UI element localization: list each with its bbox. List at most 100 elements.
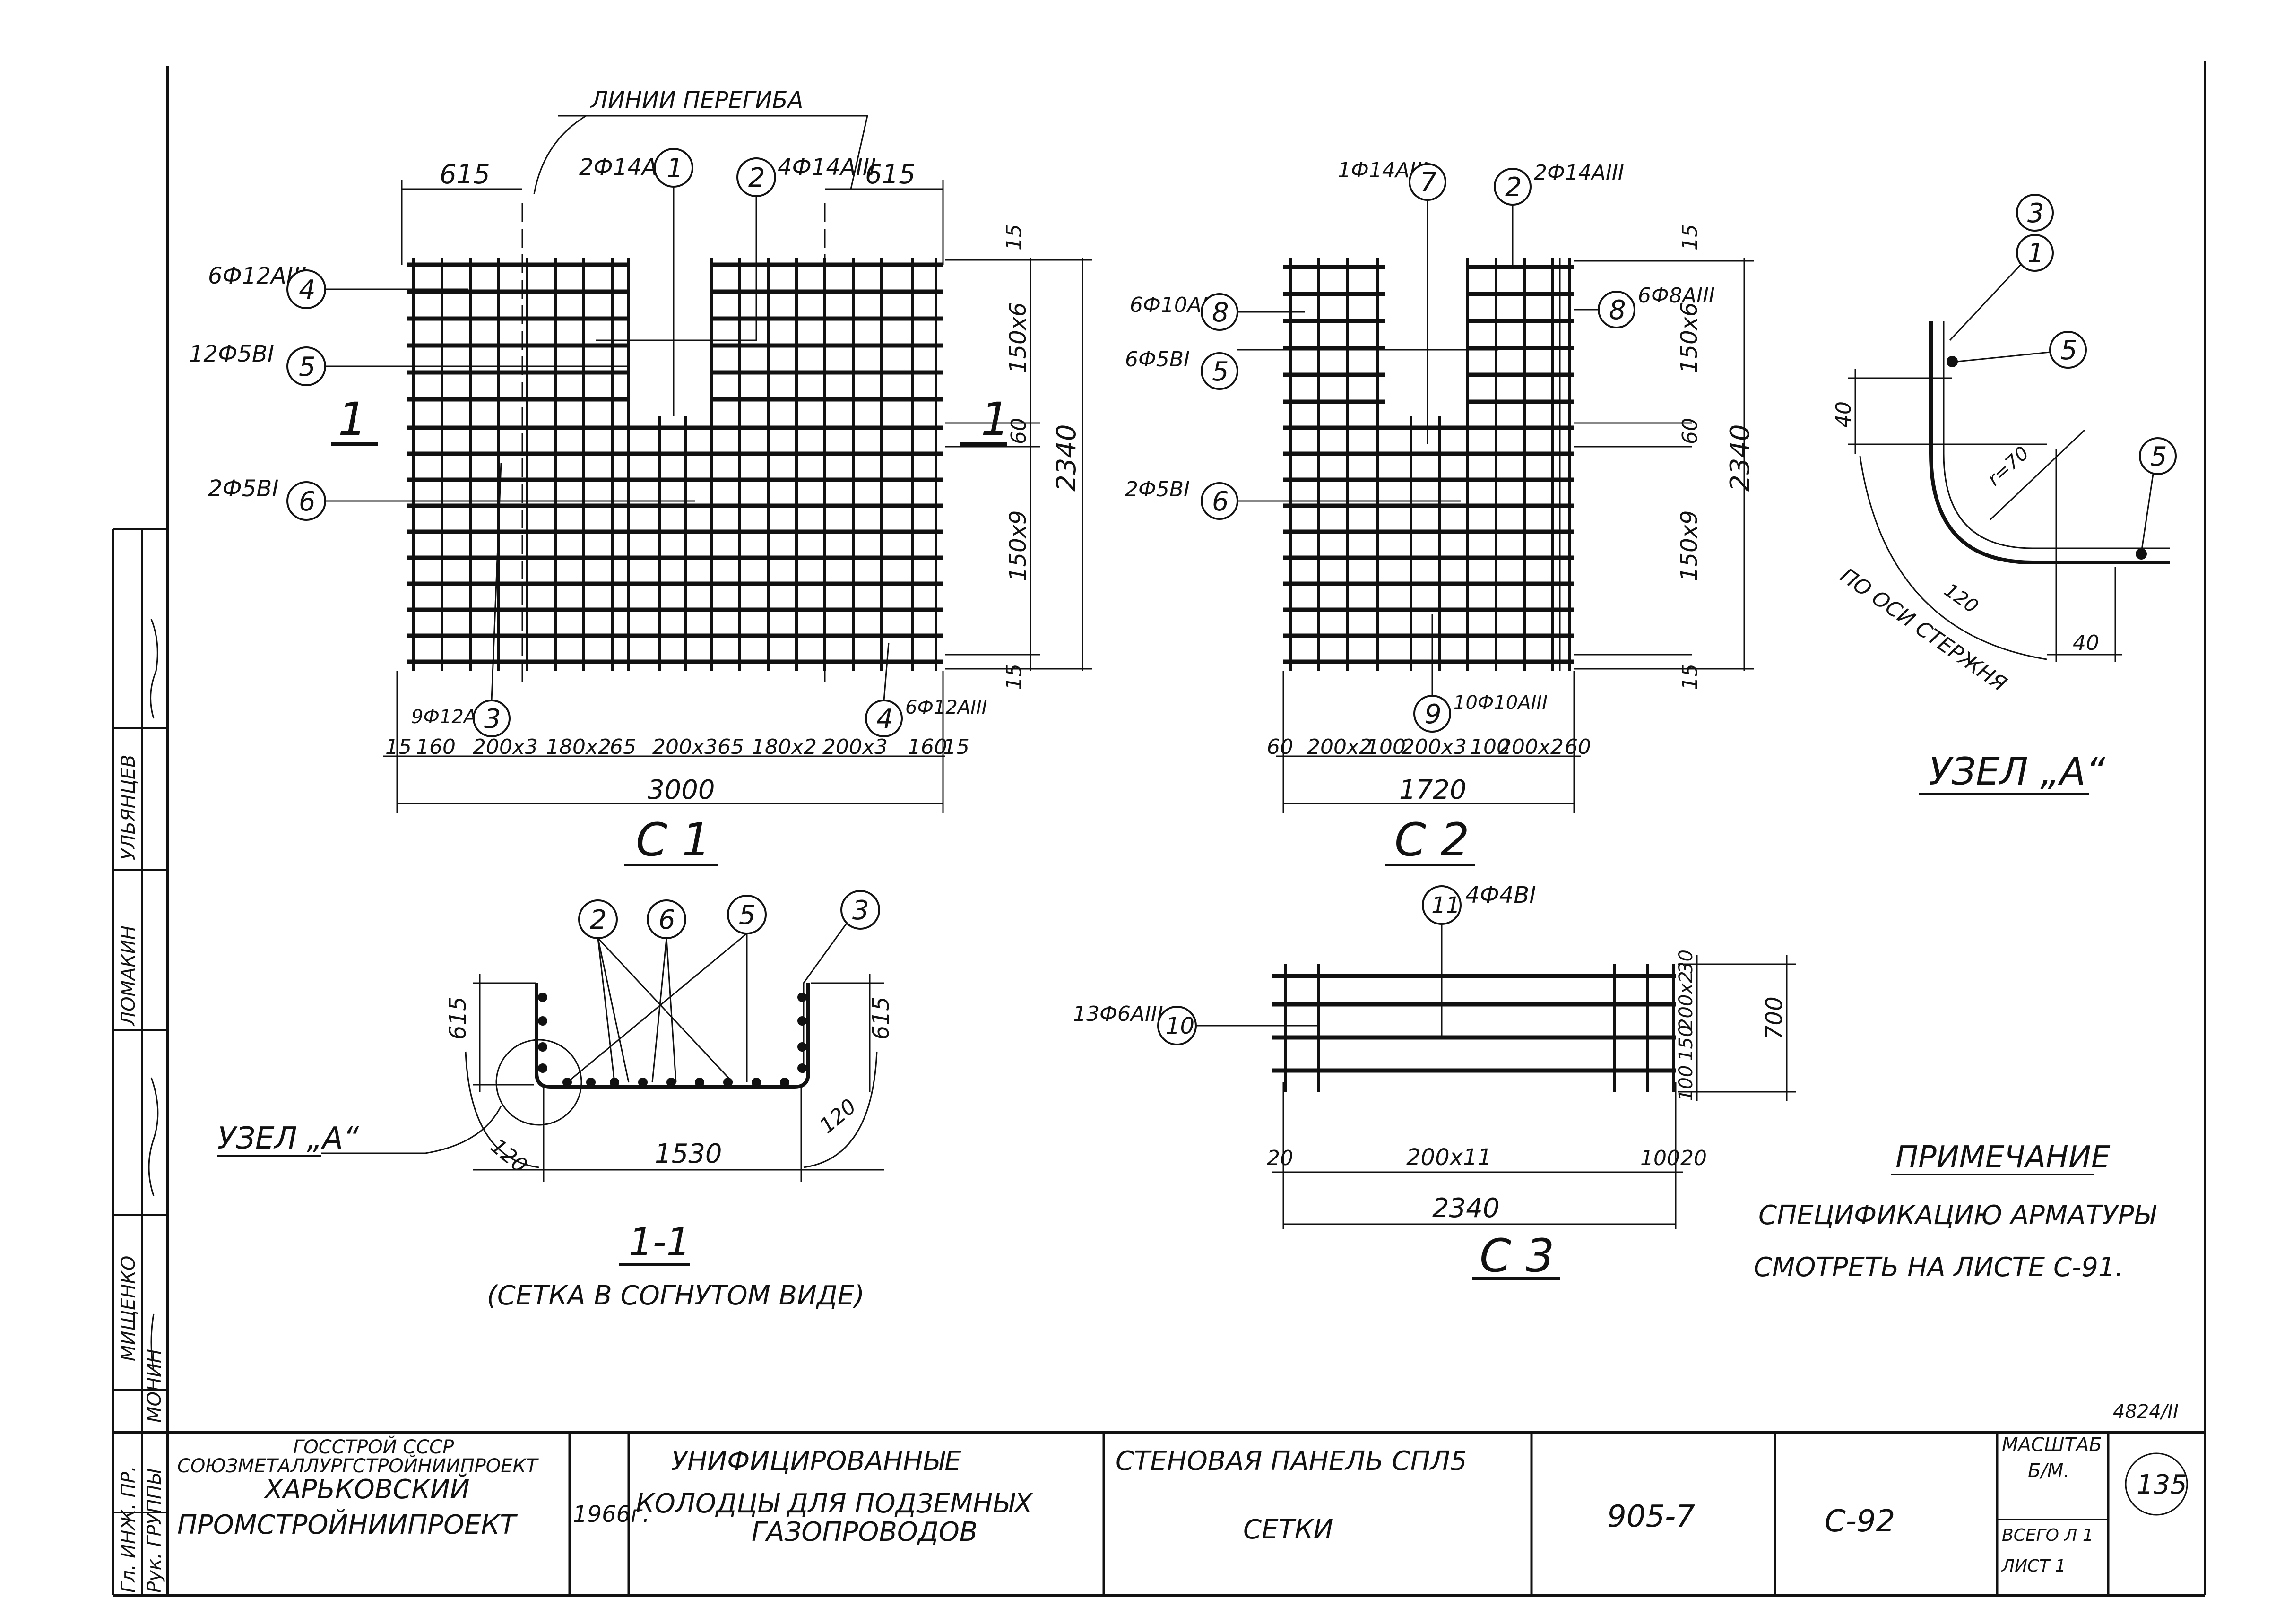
c3-dim-b1: 200x11	[1406, 1144, 1492, 1171]
section-bar-dot	[723, 1078, 733, 1087]
c1-bubble-2: 2	[748, 163, 765, 193]
c3-bubble-11: 11	[1431, 892, 1460, 919]
c1-dim-b8: 200x3	[822, 735, 888, 759]
c2-callout-6: 2Ф5ВI	[1125, 477, 1190, 501]
c1-dim-b1: 160	[416, 735, 456, 759]
c2-callout-9: 10Ф10АIII	[1454, 692, 1548, 714]
c1-dim-2340: 2340	[1051, 424, 1082, 492]
c2-bubble-5: 5	[1212, 356, 1229, 387]
c3-dim-700: 700	[1761, 996, 1788, 1040]
section-bar-dot	[797, 993, 807, 1002]
c3-dim-r2: 150	[1675, 1025, 1697, 1061]
stamp-year: 1966г.	[573, 1501, 650, 1528]
sec-bubble-6: 6	[658, 905, 675, 935]
c1-callouts: 2Ф14АIII 1 2 4Ф14АIII 6Ф12АIII 4 12Ф5ВI …	[189, 148, 987, 737]
stamp-sheet-code: С-92	[1825, 1504, 1895, 1539]
stamp-org-1: ГОССТРОЙ СССР	[293, 1435, 454, 1458]
node-bubble-5a: 5	[2060, 335, 2077, 366]
c2-dim-b2: 100	[1366, 735, 1406, 759]
c1-dim-15-top: 15	[1002, 224, 1026, 251]
side-label-0: Гл. ИНЖ. ПР.	[118, 1466, 139, 1593]
mesh-c2: 15 150x6 60 150x9 15 2340 60 200x2 100 2…	[1267, 224, 1756, 866]
sheet-frame	[112, 61, 2206, 1597]
sec-node-ref: УЗЕЛ „А“	[217, 1121, 359, 1156]
mesh-c3: 30 200x2 150 100 700 20 200x11 100 20 23…	[1073, 882, 1796, 1282]
c1-title: С 1	[636, 813, 711, 866]
c2-callout-8r: 6Ф8АIII	[1638, 284, 1715, 308]
c3-dim-2340: 2340	[1432, 1193, 1500, 1224]
c1-bend-lines-label: ЛИНИИ ПЕРЕГИБА	[590, 87, 803, 113]
stamp-title-2: СЕТКИ	[1243, 1514, 1333, 1545]
stamp-page-number: 135	[2137, 1469, 2187, 1500]
stamp-org-3: ХАРЬКОВСКИЙ	[263, 1474, 470, 1505]
c1-dim-150x6: 150x6	[1005, 302, 1031, 373]
c2-dim-b6: 60	[1565, 735, 1591, 759]
c1-dim-b3: 180x2	[546, 735, 611, 759]
node-bubble-1: 1	[2027, 238, 2044, 269]
stamp-sheet-no: ЛИСТ 1	[2001, 1556, 2066, 1576]
node-radius: r=70	[1983, 442, 2033, 491]
c2-dim-b5: 200x2	[1498, 735, 1564, 759]
sec-dim-615-left: 615	[445, 996, 471, 1040]
section-bar-dot	[538, 993, 547, 1002]
side-label-1: Рук. ГРУППЫ	[144, 1469, 165, 1593]
stamp-series: 905-7	[1607, 1499, 1695, 1534]
node-axis-label: ПО ОСИ СТЕРЖНЯ	[1836, 563, 2011, 696]
c3-callout-left: 13Ф6АIII	[1073, 1002, 1163, 1026]
c2-callout-2: 2Ф14АIII	[1534, 161, 1624, 185]
c2-bubble-2: 2	[1505, 172, 1522, 203]
c2-dim-2340: 2340	[1725, 424, 1756, 492]
c3-dim-b0: 20	[1267, 1146, 1293, 1170]
c2-bubble-7: 7	[1420, 167, 1437, 198]
node-title: УЗЕЛ „А“	[1929, 750, 2105, 794]
mesh-c1: 615 615 ЛИНИИ ПЕРЕГИБА 15 150x6 60 150x9…	[331, 87, 1092, 866]
c1-bubble-6: 6	[299, 486, 316, 517]
c2-dim-15-top: 15	[1678, 224, 1702, 251]
section-bar-dot	[538, 1016, 547, 1026]
c2-bubble-6: 6	[1212, 486, 1229, 517]
c1-dim-60: 60	[1007, 418, 1031, 444]
stamp-title-1: СТЕНОВАЯ ПАНЕЛЬ СПЛ5	[1116, 1446, 1467, 1477]
note-line-2: СМОТРЕТЬ НА ЛИСТЕ С-91.	[1754, 1252, 2123, 1283]
c1-callout-2: 4Ф14АIII	[778, 154, 876, 181]
stamp-org-2: СОЮЗМЕТАЛЛУРГСТРОЙНИИПРОЕКТ	[177, 1454, 539, 1477]
section-bar-dot	[666, 1078, 676, 1087]
c1-dim-3000: 3000	[648, 775, 715, 805]
note-heading: ПРИМЕЧАНИЕ	[1895, 1140, 2111, 1175]
c3-dim-b3: 20	[1680, 1146, 1707, 1170]
c3-dim-r1: 200x2	[1675, 971, 1697, 1030]
stamp-archive: 4824/II	[2113, 1401, 2179, 1423]
c1-dim-b6: 65	[718, 735, 744, 759]
c2-callout-5: 6Ф5ВI	[1125, 347, 1190, 371]
c2-dim-b1: 200x2	[1307, 735, 1372, 759]
sec-subtitle: (СЕТКА В СОГНУТОМ ВИДЕ)	[487, 1280, 865, 1311]
node-dim-40-right: 40	[2073, 631, 2099, 655]
section-bar-dot	[797, 1042, 807, 1052]
stamp-project-1: УНИФИЦИРОВАННЫЕ	[671, 1446, 961, 1477]
sec-bubble-5: 5	[739, 900, 756, 931]
sec-bubble-2: 2	[590, 905, 607, 935]
stamp-scale-value: Б/М.	[2028, 1460, 2069, 1482]
c1-bubble-4: 4	[299, 275, 316, 305]
c2-dim-150x6: 150x6	[1676, 302, 1703, 373]
c2-bubble-8r: 8	[1609, 295, 1626, 326]
c2-dim-b4: 100	[1470, 735, 1510, 759]
c2-callouts: 1Ф14АIII 7 2 2Ф14АIII 6Ф10АIII 8 6Ф5ВI 5…	[1125, 158, 1715, 733]
c3-bubble-10: 10	[1166, 1013, 1194, 1039]
c1-callout-6: 2Ф5ВI	[208, 475, 278, 502]
note-line-1: СПЕЦИФИКАЦИЮ АРМАТУРЫ	[1758, 1200, 2157, 1231]
node-a-detail: 3 1 5 5 40 r=70 ПО ОСИ СТЕРЖНЯ 120 40 УЗ…	[1832, 194, 2177, 795]
node-dim-120: 120	[1940, 579, 1982, 618]
sec-dim-615-right: 615	[868, 996, 894, 1040]
section-bar-dot	[780, 1078, 789, 1087]
c1-callout-5: 12Ф5ВI	[189, 341, 274, 367]
c1-dim-b7: 180x2	[752, 735, 817, 759]
stamp-scale-label: МАСШТАБ	[2002, 1434, 2102, 1456]
c1-section-mark-right: 1	[981, 393, 1010, 446]
c1-dim-b10: 15	[943, 735, 969, 759]
sec-dim-1530: 1530	[655, 1139, 722, 1169]
c2-dim-b3: 200x3	[1402, 735, 1467, 759]
c1-dim-615-left: 615	[440, 159, 490, 190]
section-bar-dot	[538, 1063, 547, 1073]
